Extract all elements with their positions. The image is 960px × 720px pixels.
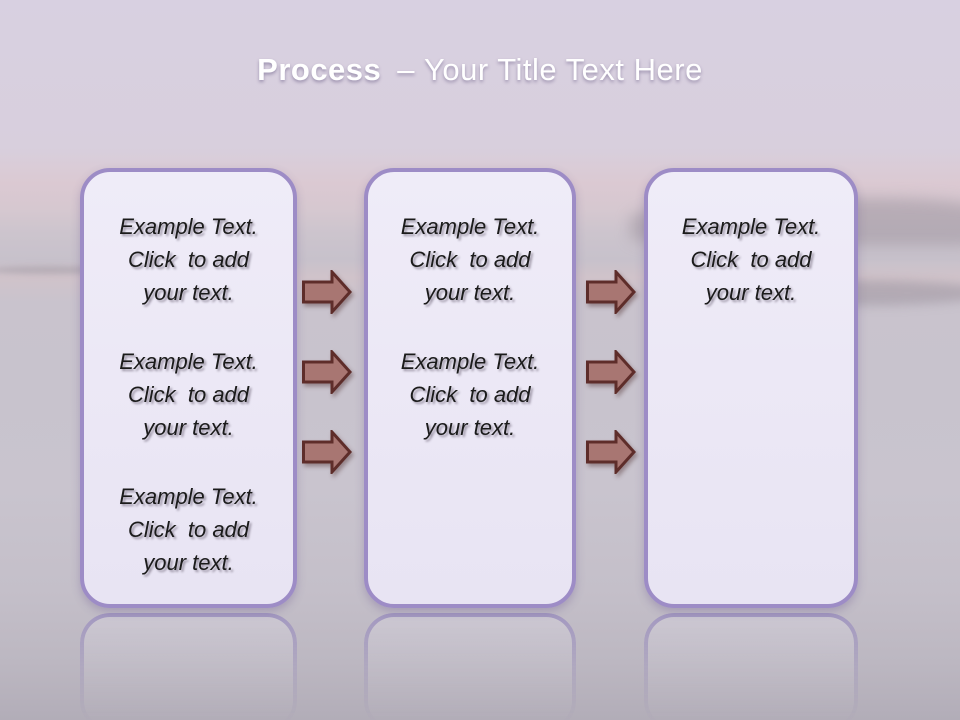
- title-keyword: Process: [257, 52, 382, 87]
- arrow-right-icon[interactable]: [302, 350, 352, 394]
- process-box-3-content: Example Text. Click to add your text.: [648, 172, 854, 309]
- background-horizon: [0, 266, 110, 274]
- placeholder-text[interactable]: Example Text. Click to add your text.: [119, 349, 258, 440]
- title-subtitle: Your Title Text Here: [424, 52, 703, 87]
- process-box-3[interactable]: Example Text. Click to add your text.: [644, 168, 858, 608]
- placeholder-text[interactable]: Example Text. Click to add your text.: [400, 214, 540, 305]
- process-box-2-content: Example Text. Click to add your text. Ex…: [368, 172, 572, 444]
- arrow-right-icon[interactable]: [586, 350, 636, 394]
- box-reflection: [364, 613, 576, 720]
- arrow-right-icon[interactable]: [586, 270, 636, 314]
- placeholder-text[interactable]: Example Text. Click to add your text.: [119, 214, 258, 305]
- placeholder-text[interactable]: Example Text. Click to add your text.: [681, 214, 821, 305]
- slide-title: Process–Your Title Text Here: [0, 52, 960, 88]
- arrow-right-icon[interactable]: [302, 430, 352, 474]
- arrow-right-icon[interactable]: [302, 270, 352, 314]
- title-separator: –: [397, 52, 416, 87]
- process-box-1[interactable]: Example Text. Click to add your text. Ex…: [80, 168, 297, 608]
- placeholder-text[interactable]: Example Text. Click to add your text.: [400, 349, 540, 440]
- process-box-2[interactable]: Example Text. Click to add your text. Ex…: [364, 168, 576, 608]
- placeholder-text[interactable]: Example Text. Click to add your text.: [119, 484, 258, 575]
- process-box-1-content: Example Text. Click to add your text. Ex…: [84, 172, 293, 579]
- arrow-right-icon[interactable]: [586, 430, 636, 474]
- box-reflection: [644, 613, 858, 720]
- box-reflection: [80, 613, 297, 720]
